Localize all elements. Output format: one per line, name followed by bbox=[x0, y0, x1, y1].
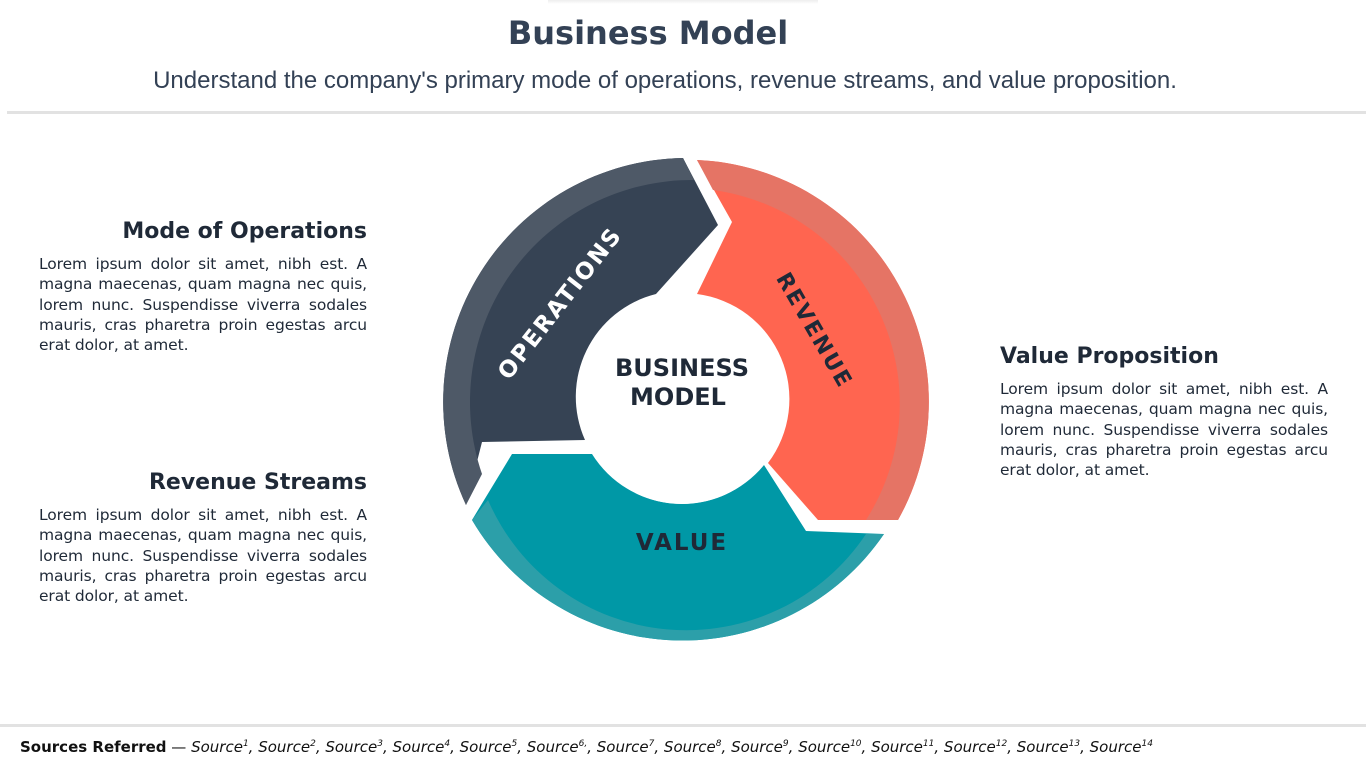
source-link[interactable]: Source11 bbox=[871, 738, 935, 756]
business-model-cycle-diagram: BUSINESS MODEL OPERATIONS REVENUE VALUE bbox=[443, 158, 929, 641]
source-number: 10 bbox=[850, 739, 862, 749]
top-shadow bbox=[548, 0, 818, 4]
revenue-streams-text: Lorem ipsum dolor sit amet, nibh est. A … bbox=[39, 506, 367, 606]
source-number: 1 bbox=[242, 739, 249, 749]
header-divider bbox=[7, 111, 1366, 114]
source-number: 11 bbox=[922, 739, 935, 749]
source-link[interactable]: Source2 bbox=[258, 738, 316, 756]
mode-of-operations-heading: Mode of Operations bbox=[122, 219, 367, 244]
source-link[interactable]: Source3 bbox=[325, 738, 383, 756]
page-subtitle: Understand the company's primary mode of… bbox=[153, 67, 1177, 94]
source-link[interactable]: Source10 bbox=[798, 738, 862, 756]
operations-rim bbox=[443, 158, 694, 505]
source-number: 13 bbox=[1068, 739, 1081, 749]
value-label: VALUE bbox=[636, 530, 728, 556]
value-segment bbox=[472, 454, 884, 641]
source-number: 4 bbox=[444, 739, 451, 749]
source-number: 8 bbox=[715, 739, 722, 749]
center-label-line1: BUSINESS bbox=[615, 354, 749, 382]
footer-divider bbox=[0, 724, 1366, 727]
sources-separator: — bbox=[166, 738, 192, 756]
revenue-rim bbox=[697, 160, 929, 520]
value-rim bbox=[472, 500, 884, 641]
sources-footer: Sources Referred — Source1, Source2, Sou… bbox=[20, 738, 1153, 756]
source-number: 6, bbox=[578, 739, 588, 749]
source-link[interactable]: Source6, bbox=[526, 738, 588, 756]
source-number: 5 bbox=[511, 739, 518, 749]
source-link[interactable]: Source7 bbox=[596, 738, 655, 756]
mode-of-operations-text: Lorem ipsum dolor sit amet, nibh est. A … bbox=[39, 255, 367, 355]
sources-label: Sources Referred bbox=[20, 738, 167, 756]
value-proposition-block: Value Proposition Lorem ipsum dolor sit … bbox=[1000, 344, 1328, 480]
source-link[interactable]: Source4 bbox=[392, 738, 451, 756]
value-proposition-text: Lorem ipsum dolor sit amet, nibh est. A … bbox=[1000, 380, 1328, 480]
source-number: 2 bbox=[310, 739, 316, 749]
source-link[interactable]: Source9 bbox=[731, 738, 789, 756]
mode-of-operations-block: Mode of Operations Lorem ipsum dolor sit… bbox=[39, 219, 367, 355]
source-number: 9 bbox=[782, 739, 789, 749]
center-label-line2: MODEL bbox=[630, 383, 726, 411]
source-link[interactable]: Source12 bbox=[943, 738, 1008, 756]
source-number: 3 bbox=[377, 739, 383, 749]
source-link[interactable]: Source8 bbox=[663, 738, 722, 756]
source-link[interactable]: Source1 bbox=[191, 738, 249, 756]
sources-list: Source1, Source2, Source3, Source4, Sour… bbox=[191, 738, 1153, 756]
source-number: 7 bbox=[648, 739, 655, 749]
source-number: 12 bbox=[995, 739, 1008, 749]
source-link[interactable]: Source5 bbox=[459, 738, 518, 756]
center-circle bbox=[578, 296, 786, 504]
source-number: 14 bbox=[1141, 739, 1153, 749]
value-proposition-heading: Value Proposition bbox=[1000, 344, 1219, 369]
revenue-streams-heading: Revenue Streams bbox=[148, 470, 367, 495]
source-link[interactable]: Source14 bbox=[1089, 738, 1153, 756]
revenue-streams-block: Revenue Streams Lorem ipsum dolor sit am… bbox=[39, 470, 367, 606]
page-title: Business Model bbox=[507, 14, 789, 52]
source-link[interactable]: Source13 bbox=[1016, 738, 1081, 756]
